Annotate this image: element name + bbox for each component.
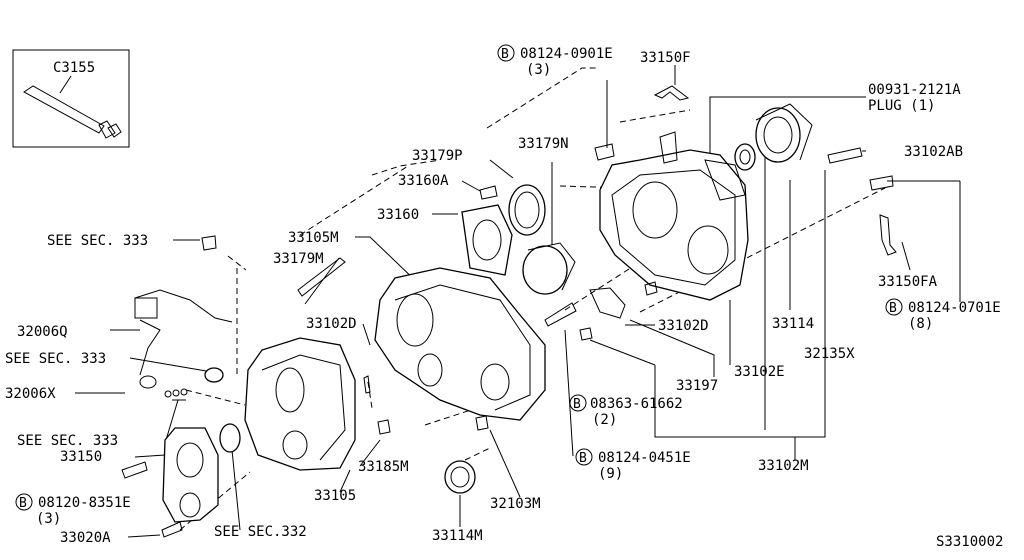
bolt-label-61662: B 08363-61662 (2) xyxy=(569,394,683,428)
seal-bottom xyxy=(444,460,476,494)
bolt-label-8351E: B 08120-8351E (3) xyxy=(15,493,131,527)
part-label: 33102D xyxy=(658,318,709,334)
bolt-symbol-icon xyxy=(885,298,903,316)
part-label: 33150F xyxy=(640,50,691,66)
quantity: (9) xyxy=(598,466,623,482)
part-label: 33179N xyxy=(518,136,569,152)
inset-label: C3155 xyxy=(53,60,95,76)
diagram-code: S3310002 xyxy=(936,534,1003,550)
part-label: 33160A xyxy=(398,173,449,189)
svg-text:B: B xyxy=(19,496,27,511)
part-label: 33102D xyxy=(306,316,357,332)
front-cover-drawing xyxy=(162,423,241,523)
part-number: 08124-0451E xyxy=(598,450,691,466)
svg-text:B: B xyxy=(501,47,509,62)
part-number: 08363-61662 xyxy=(590,396,683,412)
plug-icon xyxy=(659,131,678,164)
bolt-symbol-icon xyxy=(15,493,33,511)
part-label: 33179M xyxy=(273,251,324,267)
section-reference: SEE SEC.332 xyxy=(214,524,307,540)
part-number: 08120-8351E xyxy=(38,495,131,511)
part-label: 33020A xyxy=(60,530,111,546)
part-label: 33179P xyxy=(412,148,463,164)
inset-leader xyxy=(59,75,72,94)
bolt-symbol-icon xyxy=(575,448,593,466)
part-number: 08124-0701E xyxy=(908,300,1001,316)
small-bolts xyxy=(121,214,897,538)
bolt-icon xyxy=(869,175,894,191)
part-label: 33197 xyxy=(676,378,718,394)
part-label: 33160 xyxy=(377,207,419,223)
plug-and-bolts xyxy=(594,85,894,191)
part-label: 33102M xyxy=(758,458,809,474)
svg-text:B: B xyxy=(579,451,587,466)
bolt-label-0901E: B 08124-0901E (3) xyxy=(497,44,613,78)
bolt-symbol-icon xyxy=(497,44,515,62)
bolt-symbol-icon xyxy=(569,394,587,412)
rear-case-drawing xyxy=(599,149,749,301)
quantity: (2) xyxy=(592,412,617,428)
quantity: (8) xyxy=(908,316,933,332)
section-reference: SEE SEC. 333 xyxy=(5,351,106,367)
leader-lines xyxy=(75,65,961,538)
sensor-harness xyxy=(134,289,233,398)
svg-text:B: B xyxy=(889,301,897,316)
part-label: 32103M xyxy=(490,496,541,512)
svg-text:B: B xyxy=(573,397,581,412)
part-label: 32135X xyxy=(804,346,855,362)
clip-icon xyxy=(653,85,690,101)
bearing-upper xyxy=(734,103,813,171)
part-labels: 33150F 00931-2121A PLUG (1) 33102AB 3317… xyxy=(5,50,1003,550)
part-label: 33150FA xyxy=(878,274,938,290)
section-reference: SEE SEC. 333 xyxy=(47,233,148,249)
bolt-icon xyxy=(594,143,615,161)
part-label: 32006X xyxy=(5,386,56,402)
bolt-label-0451E: B 08124-0451E (9) xyxy=(575,448,691,482)
part-label: 33105M xyxy=(288,230,339,246)
part-label: 33102AB xyxy=(904,144,963,160)
inset-frame xyxy=(12,49,130,148)
front-case-drawing xyxy=(244,337,356,471)
sealant-inset: C3155 xyxy=(12,49,130,148)
part-label: 33114 xyxy=(772,316,814,332)
part-number: 08124-0901E xyxy=(520,46,613,62)
part-label: 33150 xyxy=(60,449,102,465)
quantity: (3) xyxy=(526,62,551,78)
sealant-tube-icon xyxy=(23,85,122,139)
bolt-icon xyxy=(827,147,863,164)
part-label: 33105 xyxy=(314,488,356,504)
bolt-label-0701E: B 08124-0701E (8) xyxy=(885,298,1001,332)
part-label: 32006Q xyxy=(17,324,68,340)
part-label: PLUG (1) xyxy=(868,98,935,114)
seal-rings-middle xyxy=(461,184,576,295)
part-label: 33185M xyxy=(358,459,409,475)
part-label: 00931-2121A xyxy=(868,82,961,98)
part-label: 33114M xyxy=(432,528,483,544)
center-case-drawing xyxy=(374,267,546,421)
part-label: 33102E xyxy=(734,364,785,380)
section-reference: SEE SEC. 333 xyxy=(17,433,118,449)
quantity: (3) xyxy=(36,511,61,527)
